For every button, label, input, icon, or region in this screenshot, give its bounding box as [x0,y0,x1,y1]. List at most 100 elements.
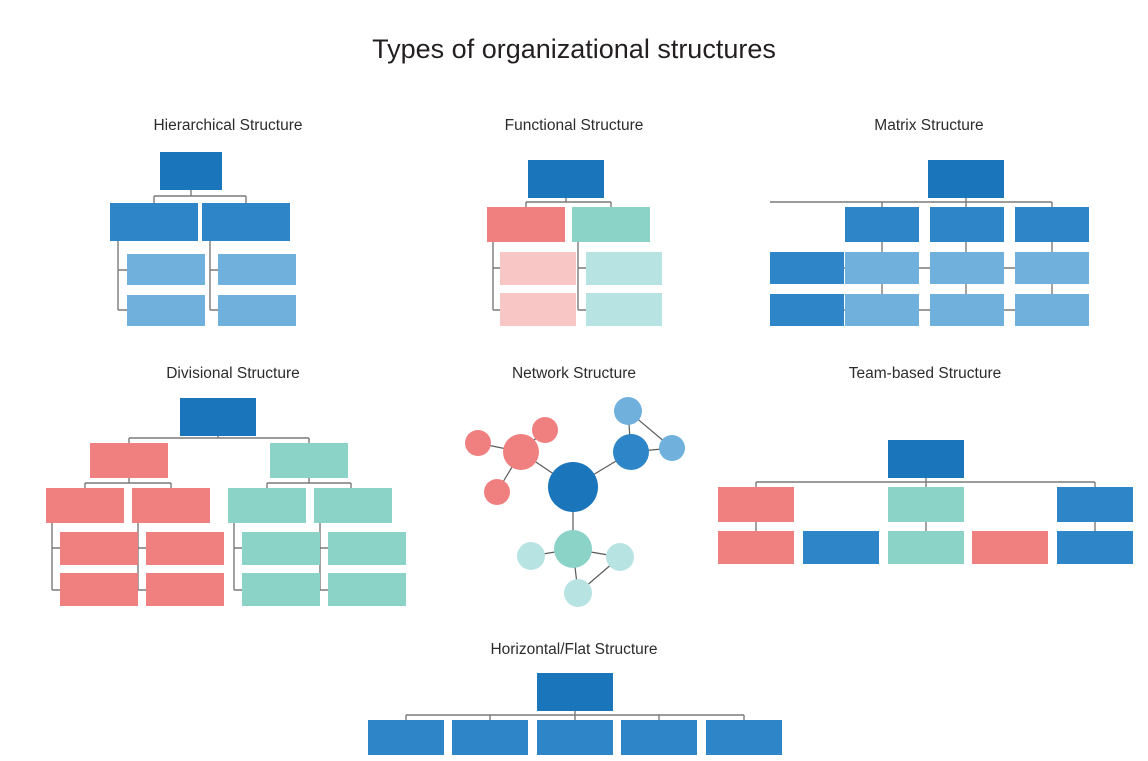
connector-functional-0 [525,198,612,207]
node-box-team-based-root[interactable] [888,440,964,478]
node-box-hierarchical-l2-a2[interactable] [127,295,205,326]
node-box-divisional-a-2-1[interactable] [146,532,224,565]
node-box-horizontal-flat-root[interactable] [537,673,613,711]
node-box-divisional-b-2-2[interactable] [328,573,406,606]
network-node-blue-sat-2[interactable] [659,435,685,461]
network-node-salmon-sat-3[interactable] [484,479,510,505]
node-box-divisional-div-a[interactable] [90,443,168,478]
node-box-team-based-mem-5[interactable] [1057,531,1133,564]
panel-matrix: Matrix Structure [770,117,1089,326]
connector-divisional-5 [233,523,242,591]
node-box-hierarchical-l2-b2[interactable] [218,295,296,326]
panel-title-matrix: Matrix Structure [874,117,983,134]
connector-divisional-0 [128,436,310,443]
node-box-horizontal-flat-unit-2[interactable] [452,720,528,755]
network-node-hub-blue[interactable] [613,434,649,470]
network-node-salmon-sat-1[interactable] [465,430,491,456]
connector-functional-2 [577,242,586,311]
network-node-teal-sat-2[interactable] [606,543,634,571]
panel-hierarchical: Hierarchical Structure [110,117,303,326]
panel-title-team-based: Team-based Structure [849,365,1002,382]
node-box-matrix-cell-1-1[interactable] [845,252,919,284]
node-box-matrix-cell-1-2[interactable] [930,252,1004,284]
node-box-horizontal-flat-unit-5[interactable] [706,720,782,755]
node-box-matrix-cell-2-2[interactable] [930,294,1004,326]
node-box-functional-l1-b[interactable] [572,207,650,242]
node-box-functional-l2-b2[interactable] [586,293,662,326]
network-node-hub-center[interactable] [548,462,598,512]
node-box-hierarchical-root[interactable] [160,152,222,190]
connector-horizontal-flat-0 [405,711,745,720]
node-box-divisional-b-1[interactable] [228,488,306,523]
node-box-team-based-lead-3[interactable] [1057,487,1133,522]
connector-matrix-0 [770,198,1053,207]
node-box-team-based-mem-3[interactable] [888,531,964,564]
panel-team-based: Team-based Structure [718,365,1133,564]
node-box-horizontal-flat-unit-3[interactable] [537,720,613,755]
connector-team-based-1 [755,522,1096,531]
node-box-team-based-lead-1[interactable] [718,487,794,522]
page-title: Types of organizational structures [372,34,776,64]
node-box-divisional-b-2[interactable] [314,488,392,523]
network-node-blue-sat-1[interactable] [614,397,642,425]
node-box-matrix-col-3[interactable] [1015,207,1089,242]
panel-functional: Functional Structure [487,117,662,326]
connector-functional-1 [492,242,500,311]
node-box-functional-root[interactable] [528,160,604,198]
node-box-divisional-a-1[interactable] [46,488,124,523]
network-node-teal-sat-3[interactable] [564,579,592,607]
node-box-matrix-row-h-2[interactable] [770,294,844,326]
node-box-matrix-cell-2-3[interactable] [1015,294,1089,326]
node-box-hierarchical-l1-b[interactable] [202,203,290,241]
node-box-functional-l1-a[interactable] [487,207,565,242]
panel-title-functional: Functional Structure [505,117,644,134]
node-box-horizontal-flat-unit-4[interactable] [621,720,697,755]
network-node-teal-sat-1[interactable] [517,542,545,570]
network-node-salmon-sat-2[interactable] [532,417,558,443]
node-box-divisional-a-2[interactable] [132,488,210,523]
connector-divisional-2 [266,478,352,488]
node-box-hierarchical-l2-b1[interactable] [218,254,296,285]
node-box-divisional-a-2-2[interactable] [146,573,224,606]
node-box-divisional-a-1-1[interactable] [60,532,138,565]
connector-team-based-0 [755,478,1096,487]
panel-horizontal-flat: Horizontal/Flat Structure [368,641,782,755]
panels-group: Hierarchical Structure Functional Structu… [46,117,1133,755]
node-box-matrix-root[interactable] [928,160,1004,198]
panel-network: Network Structure [465,365,685,607]
node-box-divisional-b-1-2[interactable] [242,573,320,606]
node-box-divisional-b-2-1[interactable] [328,532,406,565]
panel-divisional: Divisional Structure [46,365,406,606]
node-box-team-based-lead-2[interactable] [888,487,964,522]
node-box-horizontal-flat-unit-1[interactable] [368,720,444,755]
connector-divisional-1 [84,478,172,488]
node-box-functional-l2-a1[interactable] [500,252,576,285]
connector-divisional-3 [51,523,60,591]
node-box-matrix-col-2[interactable] [930,207,1004,242]
network-node-hub-salmon[interactable] [503,434,539,470]
node-box-divisional-a-1-2[interactable] [60,573,138,606]
node-box-functional-l2-a2[interactable] [500,293,576,326]
node-box-matrix-cell-2-1[interactable] [845,294,919,326]
connector-matrix-2 [881,284,1053,294]
connector-matrix-1 [881,242,1053,252]
node-box-team-based-mem-2[interactable] [803,531,879,564]
node-box-team-based-mem-1[interactable] [718,531,794,564]
node-box-team-based-mem-4[interactable] [972,531,1048,564]
node-box-divisional-div-b[interactable] [270,443,348,478]
node-box-hierarchical-l2-a1[interactable] [127,254,205,285]
node-box-functional-l2-b1[interactable] [586,252,662,285]
panel-title-divisional: Divisional Structure [166,365,300,382]
connector-hierarchical-1 [117,241,127,311]
panel-title-horizontal-flat: Horizontal/Flat Structure [490,641,657,658]
node-box-divisional-root[interactable] [180,398,256,436]
node-box-divisional-b-1-1[interactable] [242,532,320,565]
node-box-matrix-col-1[interactable] [845,207,919,242]
panel-title-network: Network Structure [512,365,636,382]
node-box-hierarchical-l1-a[interactable] [110,203,198,241]
node-box-matrix-cell-1-3[interactable] [1015,252,1089,284]
node-box-matrix-row-h-1[interactable] [770,252,844,284]
network-node-hub-teal[interactable] [554,530,592,568]
